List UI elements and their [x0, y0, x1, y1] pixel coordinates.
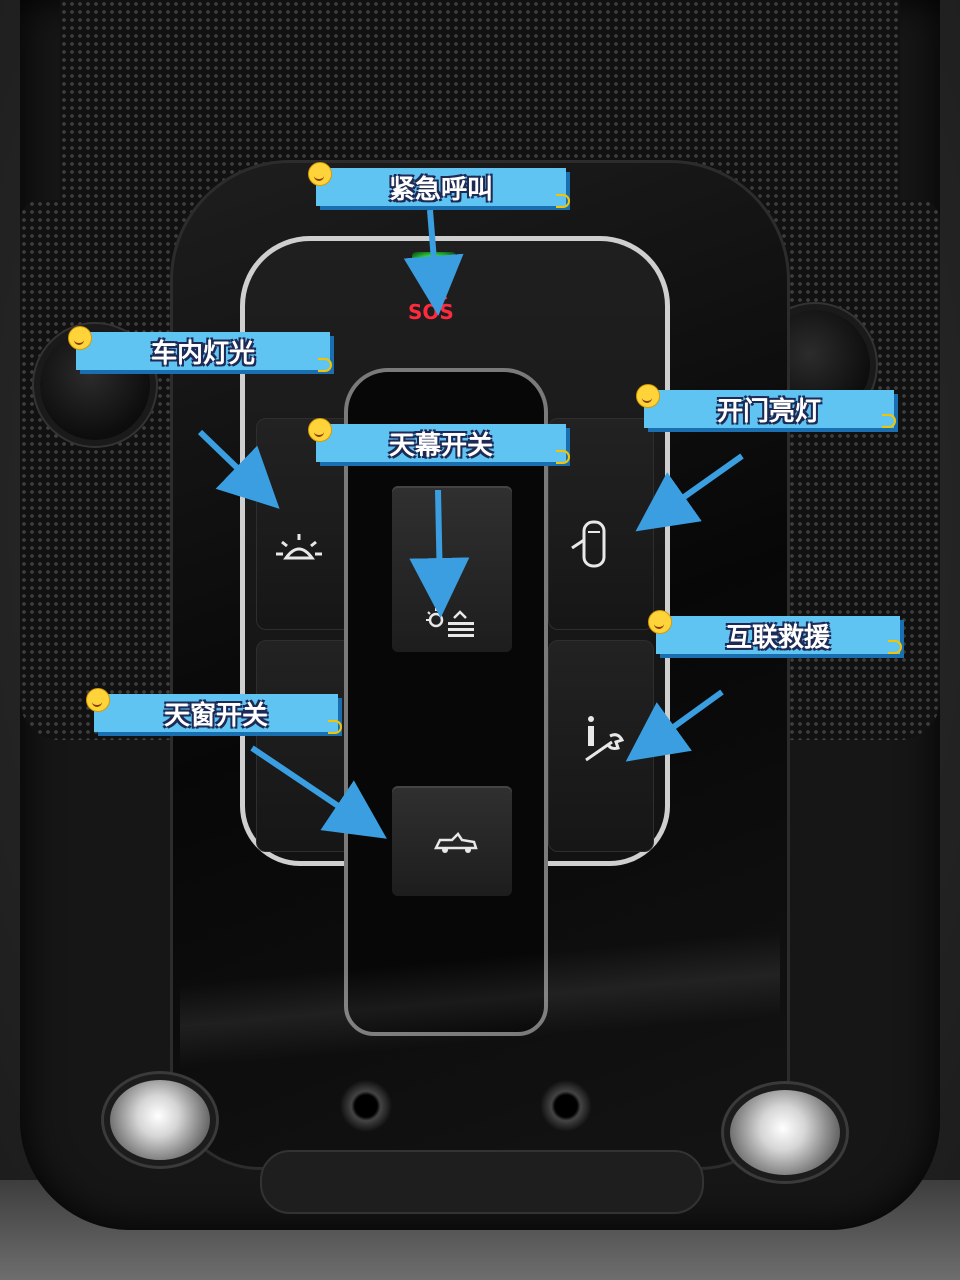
convertible-roof-icon: [432, 830, 480, 860]
smiley-sticker-icon: [86, 688, 110, 712]
label-door-light: 开门亮灯: [644, 390, 894, 428]
hook-decoration-icon: [318, 358, 332, 372]
door-open-light-icon: [566, 518, 610, 576]
console-bottom-trim: [260, 1150, 704, 1214]
arrow-interior-light: [197, 429, 280, 509]
service-info-icon: [582, 714, 626, 768]
arrow-emergency-call: [403, 209, 464, 316]
right-audio-jack: [540, 1080, 592, 1132]
label-connect-rescue: 互联救援: [656, 616, 900, 654]
smiley-sticker-icon: [308, 162, 332, 186]
left-reading-lamp[interactable]: [110, 1080, 210, 1160]
label-sunroof-switch: 天窗开关: [94, 694, 338, 732]
arrow-connect-rescue: [625, 689, 724, 762]
smiley-sticker-icon: [68, 326, 92, 350]
hook-decoration-icon: [882, 414, 896, 428]
label-sunshade-switch: 天幕开关: [316, 424, 566, 462]
arrow-sunroof: [250, 745, 387, 839]
label-interior-light: 车内灯光: [76, 332, 330, 370]
hook-decoration-icon: [556, 450, 570, 464]
hook-decoration-icon: [888, 640, 902, 654]
smiley-sticker-icon: [648, 610, 672, 634]
arrow-door-light: [635, 453, 744, 532]
hook-decoration-icon: [556, 194, 570, 208]
interior-light-icon: [274, 530, 324, 570]
left-audio-jack: [340, 1080, 392, 1132]
hook-decoration-icon: [328, 720, 342, 734]
right-reading-lamp[interactable]: [730, 1090, 840, 1175]
smiley-sticker-icon: [308, 418, 332, 442]
label-emergency-call: 紧急呼叫: [316, 168, 566, 206]
arrow-sunshade: [409, 489, 470, 618]
smiley-sticker-icon: [636, 384, 660, 408]
center-switch-channel: [344, 368, 548, 1036]
